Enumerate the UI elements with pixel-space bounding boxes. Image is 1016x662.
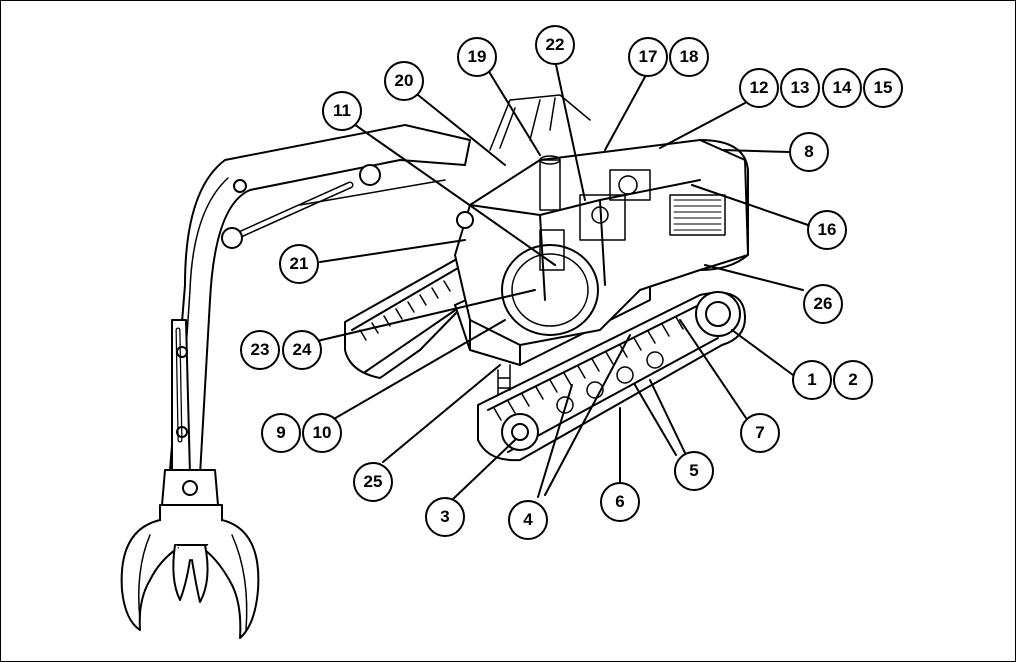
callout-7: 7 — [740, 413, 780, 453]
callout-11: 11 — [322, 91, 362, 131]
callout-12: 12 — [739, 68, 779, 108]
callout-15: 15 — [863, 68, 903, 108]
callout-14: 14 — [822, 68, 862, 108]
callout-8: 8 — [789, 132, 829, 172]
callout-17: 17 — [628, 37, 668, 77]
callout-22: 22 — [535, 25, 575, 65]
callout-25: 25 — [353, 462, 393, 502]
grapple — [120, 469, 260, 639]
callout-4: 4 — [508, 500, 548, 540]
callout-3: 3 — [425, 497, 465, 537]
callout-13: 13 — [780, 68, 820, 108]
callout-21: 21 — [279, 244, 319, 284]
callout-23: 23 — [240, 330, 280, 370]
callout-19: 19 — [457, 37, 497, 77]
boom — [169, 124, 474, 476]
callout-18: 18 — [669, 37, 709, 77]
callout-6: 6 — [600, 482, 640, 522]
callout-9: 9 — [261, 413, 301, 453]
callout-1: 1 — [792, 360, 832, 400]
callout-5: 5 — [674, 451, 714, 491]
callout-10: 10 — [302, 413, 342, 453]
callout-20: 20 — [384, 61, 424, 101]
leader-lines — [299, 59, 809, 501]
upper-structure — [454, 94, 749, 396]
callout-2: 2 — [833, 360, 873, 400]
stick — [171, 319, 191, 476]
callout-24: 24 — [282, 330, 322, 370]
callout-26: 26 — [803, 284, 843, 324]
callout-16: 16 — [807, 210, 847, 250]
